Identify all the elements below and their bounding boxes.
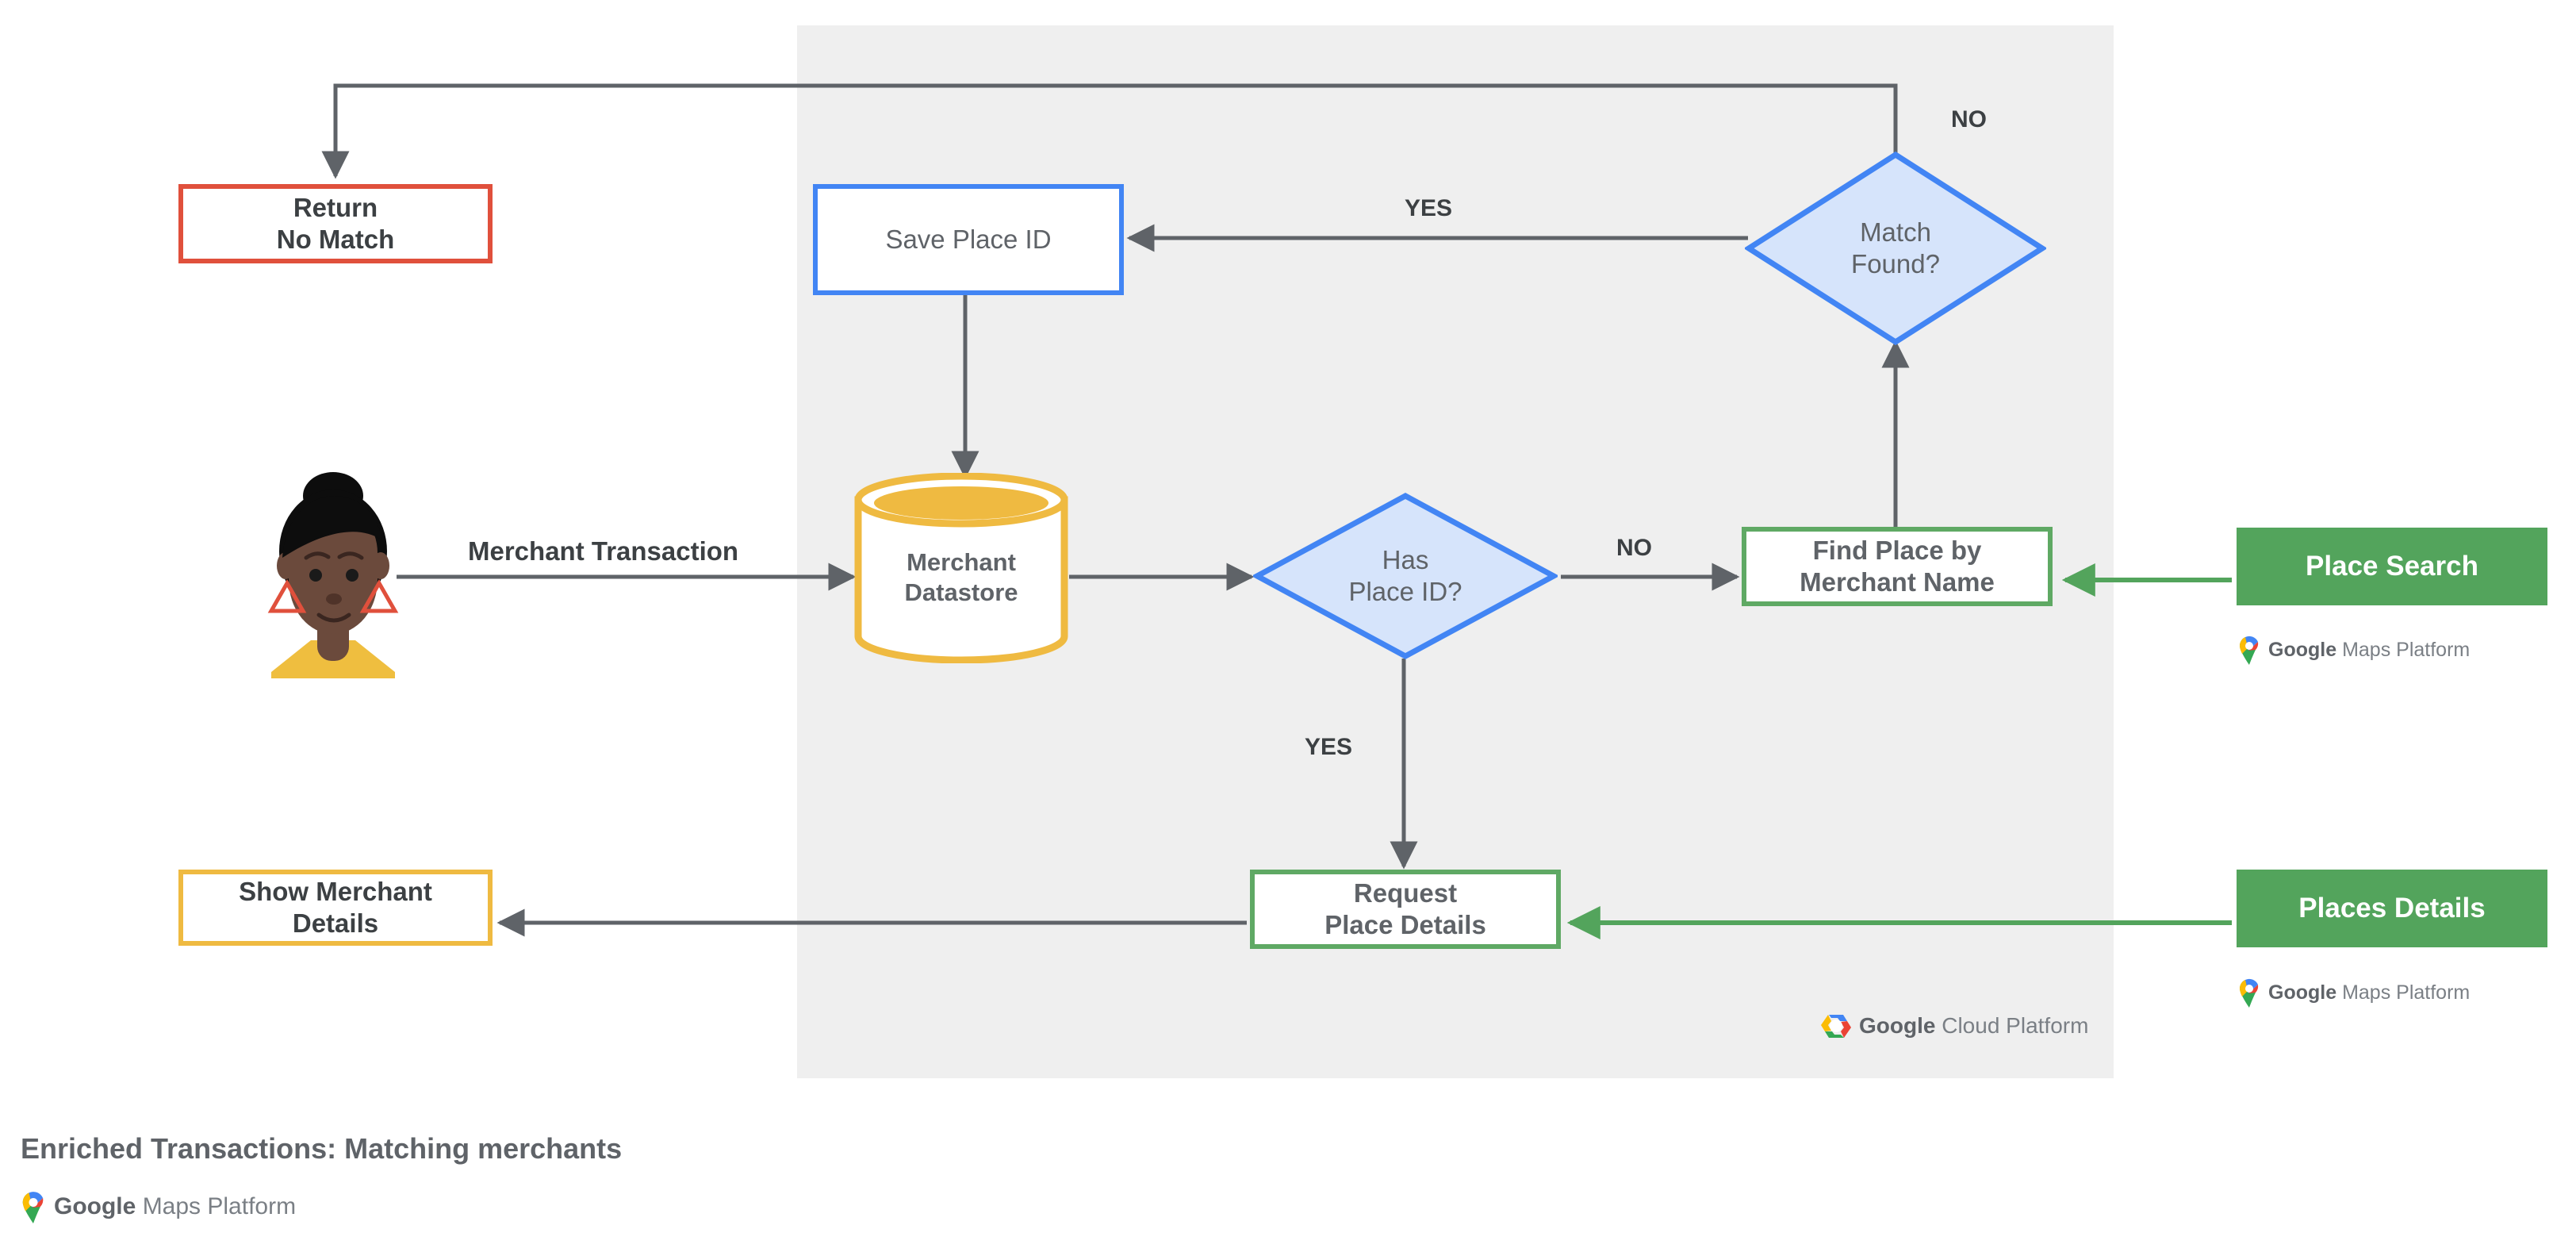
node-has-place-id-label: Has Place ID?	[1348, 544, 1462, 606]
node-merchant-datastore[interactable]: Merchant Datastore	[853, 473, 1069, 663]
google-cloud-hexagon-icon	[1821, 1015, 1851, 1038]
node-place-search[interactable]: Place Search	[2237, 528, 2547, 605]
maps-wordmark-platform: Maps Platform	[2342, 638, 2471, 661]
node-request-place-details-label: Request Place Details	[1324, 878, 1486, 939]
maps-platform-wordmark: Google Maps Platform	[2268, 639, 2470, 662]
node-show-merchant-details[interactable]: Show Merchant Details	[178, 870, 493, 946]
google-cloud-platform-lockup: Google Cloud Platform	[1821, 1012, 2088, 1040]
edge-label-match-found-yes: YES	[1405, 195, 1453, 221]
datastore-cylinder-shape	[854, 473, 1068, 663]
maps-wordmark-google: Google	[2268, 981, 2337, 1004]
maps-platform-wordmark: Google Maps Platform	[2268, 981, 2470, 1004]
match-found-diamond-shape	[1745, 151, 2046, 346]
google-cloud-wordmark: Google Cloud Platform	[1859, 1013, 2088, 1039]
node-request-place-details[interactable]: Request Place Details	[1250, 870, 1561, 949]
maps-platform-lockup-footer: Google Maps Platform	[21, 1190, 296, 1223]
node-return-no-match[interactable]: Return No Match	[178, 184, 493, 263]
customer-avatar-illustration	[267, 472, 399, 678]
node-match-found-label: Match Found?	[1851, 217, 1940, 278]
google-maps-pin-icon	[2239, 978, 2259, 1008]
node-places-details[interactable]: Places Details	[2237, 870, 2547, 947]
edge-label-has-place-id-no: NO	[1616, 535, 1652, 561]
maps-wordmark-platform: Maps Platform	[2342, 981, 2471, 1004]
node-find-place-by-merchant-name[interactable]: Find Place by Merchant Name	[1742, 527, 2053, 606]
customer-avatar	[262, 464, 404, 678]
cloud-wordmark-platform: Cloud Platform	[1942, 1013, 2089, 1038]
node-save-place-id-label: Save Place ID	[885, 224, 1052, 254]
page-title: Enriched Transactions: Matching merchant…	[21, 1132, 623, 1165]
cloud-wordmark-google: Google	[1859, 1013, 1936, 1038]
maps-platform-wordmark: Google Maps Platform	[54, 1193, 296, 1220]
has-place-id-diamond-shape	[1253, 493, 1558, 659]
node-find-place-by-merchant-name-label: Find Place by Merchant Name	[1800, 535, 1995, 597]
node-has-place-id[interactable]: Has Place ID?	[1253, 492, 1558, 660]
maps-wordmark-platform: Maps Platform	[142, 1193, 297, 1219]
maps-wordmark-google: Google	[2268, 638, 2337, 661]
node-save-place-id[interactable]: Save Place ID	[813, 184, 1124, 295]
node-places-details-label: Places Details	[2298, 892, 2486, 924]
node-merchant-datastore-label: Merchant Datastore	[904, 548, 1018, 606]
maps-platform-lockup-place-search: Google Maps Platform	[2238, 635, 2470, 665]
edge-label-has-place-id-yes: YES	[1305, 734, 1353, 760]
edge-label-match-found-no: NO	[1951, 106, 1987, 132]
google-maps-pin-icon	[2239, 636, 2259, 665]
google-maps-pin-icon	[22, 1192, 44, 1223]
node-match-found[interactable]: Match Found?	[1745, 151, 2046, 346]
node-place-search-label: Place Search	[2306, 550, 2478, 582]
node-show-merchant-details-label: Show Merchant Details	[239, 876, 432, 938]
edge-label-merchant-transaction: Merchant Transaction	[468, 536, 739, 566]
node-return-no-match-label: Return No Match	[276, 192, 395, 254]
maps-platform-lockup-places-details: Google Maps Platform	[2238, 977, 2470, 1008]
maps-wordmark-google: Google	[54, 1193, 136, 1219]
